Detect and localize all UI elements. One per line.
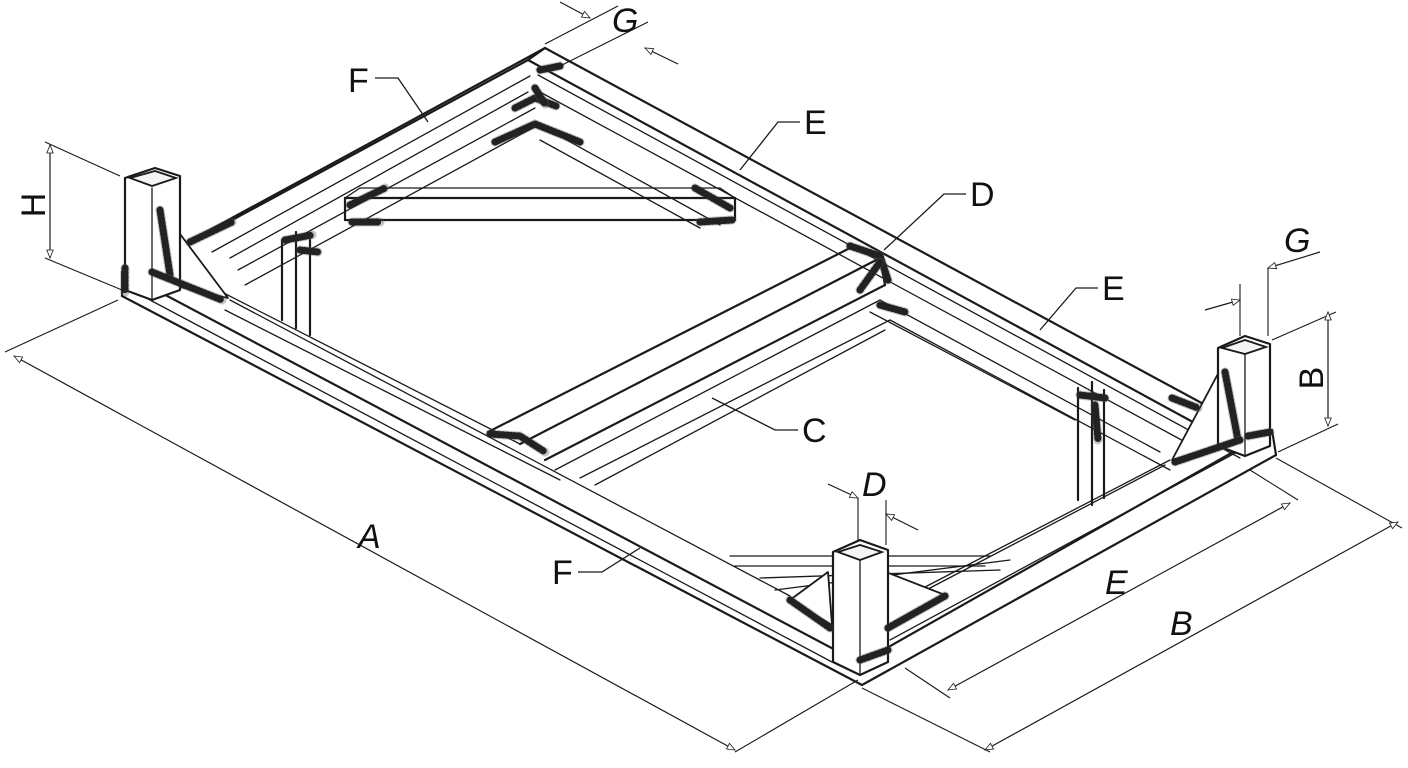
post-right (1171, 334, 1272, 461)
label-E-top: E (804, 104, 827, 142)
weld-beads (120, 61, 1275, 665)
left-back-rail (193, 46, 547, 286)
callout-E-right: E (1039, 270, 1125, 331)
far-rail (526, 46, 1272, 459)
dimension-H: H (15, 141, 123, 291)
dimension-G-top: G (544, 1, 679, 67)
label-D-post: D (862, 466, 887, 504)
dimension-D-post: D (827, 466, 919, 545)
callout-D-top: D (883, 176, 995, 251)
label-B-height: B (1293, 367, 1331, 390)
label-G-top: G (612, 2, 638, 40)
dimension-G-right: G (1204, 222, 1321, 336)
callout-E-top: E (739, 104, 827, 171)
back-cross-beam (343, 127, 737, 229)
callout-F-bottom: F (552, 547, 641, 592)
label-G-right: G (1284, 222, 1310, 260)
dimension-A: A (4, 299, 859, 753)
label-H: H (15, 193, 53, 218)
label-B-width: B (1170, 605, 1193, 643)
dimension-E-width: E (904, 469, 1299, 699)
callout-F-top: F (348, 62, 429, 123)
front-right-rail (860, 428, 1278, 687)
post-front (789, 538, 946, 677)
label-D-top: D (970, 176, 995, 214)
dimension-B-width: B (861, 457, 1403, 753)
label-F-top: F (348, 62, 369, 100)
label-F-bottom: F (552, 554, 573, 592)
callout-C: C (711, 397, 827, 450)
dimension-B-height: B (1271, 310, 1339, 453)
front-left-rail (120, 270, 864, 687)
middle-cross-beam (486, 246, 1171, 486)
label-E-right: E (1102, 270, 1125, 308)
label-E-width: E (1105, 564, 1128, 602)
label-A: A (356, 518, 381, 556)
label-C: C (802, 412, 827, 450)
inner-struts (280, 230, 1106, 507)
